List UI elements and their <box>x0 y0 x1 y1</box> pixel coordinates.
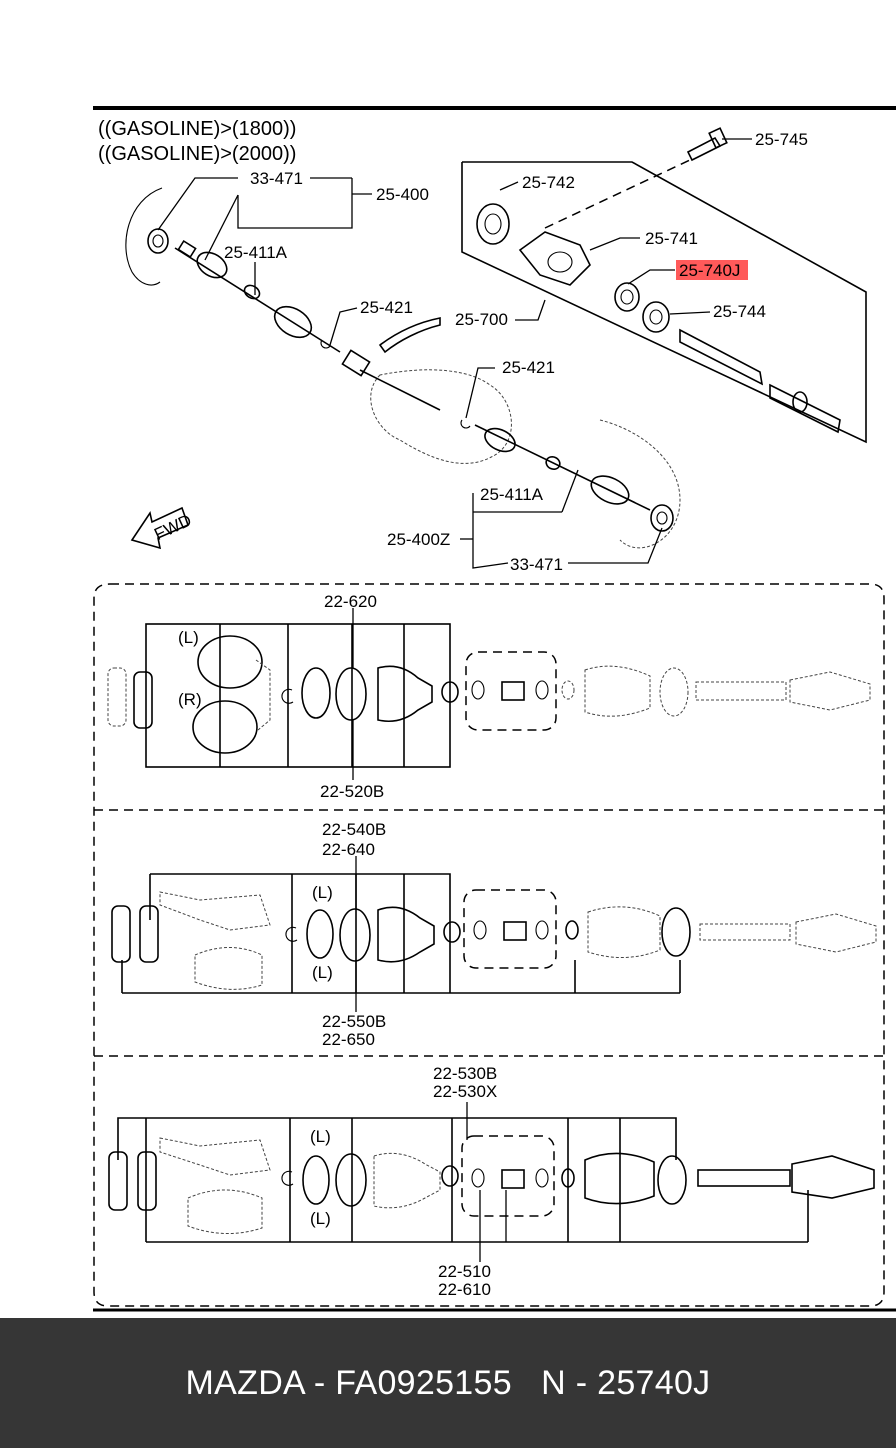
panel2-bottom-label-1: 22-550B <box>322 1012 386 1031</box>
panel1-bottom-label: 22-520B <box>320 782 384 801</box>
callout-33-471-bottom: 33-471 <box>510 555 563 574</box>
panel1-left-tag: (L) <box>178 628 199 647</box>
highlight-box <box>676 260 748 280</box>
panel2-bottom-label-2: 22-650 <box>322 1030 375 1049</box>
right-driveshaft <box>474 419 681 549</box>
transaxle-sketch <box>341 317 512 464</box>
panel1-right-tag: (R) <box>178 690 202 709</box>
callout-25-411A-bottom: 25-411A <box>480 485 544 504</box>
callout-25-421-a: 25-421 <box>360 298 413 317</box>
fwd-arrow: FWD <box>130 506 194 550</box>
callout-25-742: 25-742 <box>522 173 575 192</box>
panel3-top-label-2: 22-530X <box>433 1082 497 1101</box>
panel2-tag-b: (L) <box>312 963 333 982</box>
panel1-top-label: 22-620 <box>324 592 377 611</box>
bolt-25-745 <box>686 127 728 162</box>
fwd-label: FWD <box>151 511 194 545</box>
model-line-1: ((GASOLINE)>(1800)) <box>98 118 296 140</box>
panel3-top-label-1: 22-530B <box>433 1064 497 1083</box>
callout-25-400: 25-400 <box>376 185 429 204</box>
seal-25-744 <box>642 301 670 333</box>
panel3-bottom-label-2: 22-610 <box>438 1280 491 1299</box>
dust-cover-25-742 <box>476 203 510 245</box>
callout-33-471-top: 33-471 <box>250 169 303 188</box>
part-number-caption: MAZDA - FA0925155 N - 25740J <box>185 1363 711 1402</box>
parts-diagram: ((GASOLINE)>(1800)) ((GASOLINE)>(2000)) <box>93 106 896 1312</box>
panel-3: (L) (L) 22-530B 22-530X 22-510 22-610 <box>108 1064 875 1299</box>
callout-25-700: 25-700 <box>455 310 508 329</box>
panel2-top-label-2: 22-640 <box>322 840 375 859</box>
panel-1: (L) (R) 22-620 22-520B <box>107 592 871 801</box>
bracket-25-741 <box>518 231 591 286</box>
intermediate-shaft-box <box>461 159 867 444</box>
intermediate-shaft <box>679 328 841 434</box>
panel-2: (L) (L) 22-540B 22-640 22-550B 22-650 <box>111 820 877 1049</box>
kit-panels-outline <box>93 583 885 1307</box>
callout-25-400Z: 25-400Z <box>387 530 450 549</box>
panel3-bottom-label-1: 22-510 <box>438 1262 491 1281</box>
callout-25-740J: 25-740J <box>679 261 740 280</box>
left-wheel-hub <box>125 187 169 286</box>
bearing-25-740J <box>614 282 640 312</box>
callout-25-411A-top: 25-411A <box>224 243 288 262</box>
callout-25-741: 25-741 <box>645 229 698 248</box>
upper-leader-lines <box>157 138 752 569</box>
callout-25-745: 25-745 <box>755 130 808 149</box>
panel3-tag-b: (L) <box>310 1209 331 1228</box>
model-line-2: ((GASOLINE)>(2000)) <box>98 143 296 165</box>
callout-25-744: 25-744 <box>713 302 766 321</box>
footer-bar: MAZDA - FA0925155 N - 25740J <box>0 1318 896 1448</box>
panel2-tag-a: (L) <box>312 883 333 902</box>
panel3-tag-a: (L) <box>310 1127 331 1146</box>
panel2-top-label-1: 22-540B <box>322 820 386 839</box>
callout-25-421-b: 25-421 <box>502 358 555 377</box>
